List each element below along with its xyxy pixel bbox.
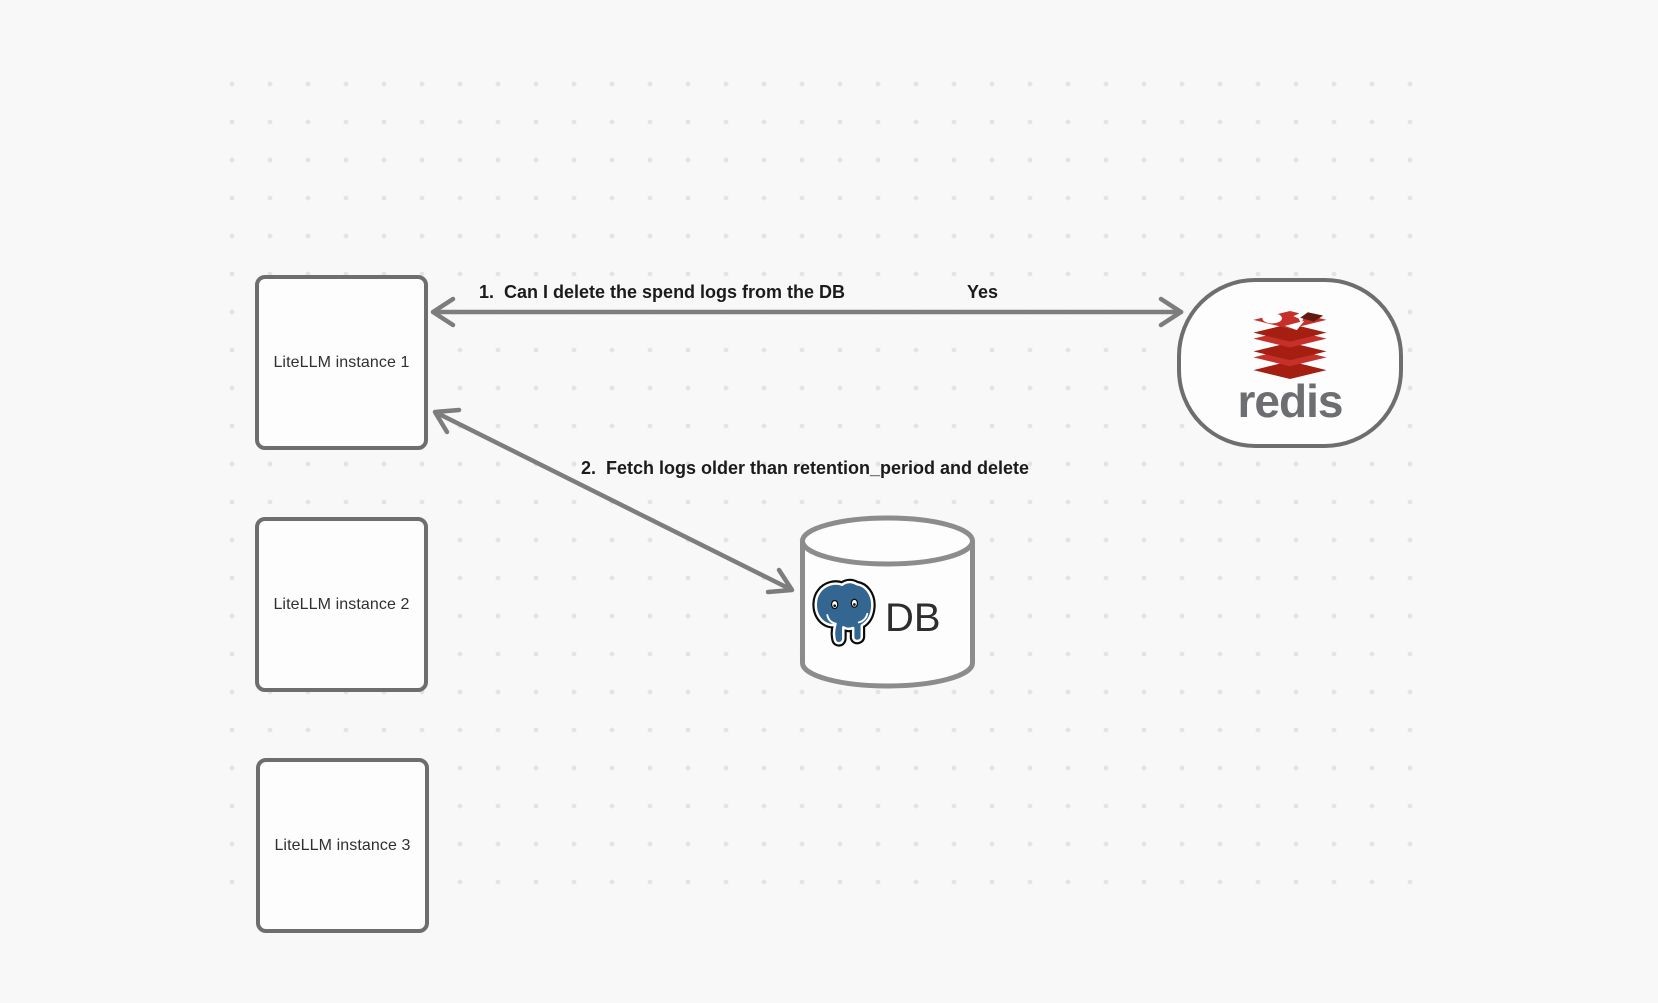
node-litellm-instance-1[interactable]: LiteLLM instance 1 [255, 275, 428, 450]
redis-wordmark: redis [1237, 375, 1344, 428]
arrow-litellm-db[interactable] [432, 407, 795, 595]
node-litellm-instance-2[interactable]: LiteLLM instance 2 [255, 517, 428, 692]
database-label: DB [885, 596, 941, 640]
litellm-instance-1-label: LiteLLM instance 1 [273, 353, 410, 371]
arrowhead-upleft-icon [432, 407, 462, 435]
edge-label-step2[interactable]: 2. Fetch logs older than retention_perio… [581, 458, 1030, 478]
edge-label-step1[interactable]: 1. Can I delete the spend logs from the … [479, 282, 846, 302]
postgresql-elephant-icon [812, 578, 876, 647]
litellm-instance-2-label: LiteLLM instance 2 [273, 595, 410, 613]
redis-logo-icon [1253, 311, 1327, 380]
node-redis[interactable]: redis [1177, 278, 1403, 448]
node-database[interactable]: DB [798, 515, 977, 691]
database-cylinder-icon [800, 515, 975, 689]
litellm-instance-3-label: LiteLLM instance 3 [274, 836, 411, 854]
edge-label-step1-response[interactable]: Yes [967, 282, 999, 302]
node-litellm-instance-3[interactable]: LiteLLM instance 3 [256, 758, 429, 933]
arrowhead-downright-icon [765, 567, 795, 595]
arrow-litellm-redis[interactable] [430, 296, 1184, 328]
arrowhead-left-icon [430, 296, 456, 328]
arrowhead-right-icon [1158, 296, 1184, 328]
